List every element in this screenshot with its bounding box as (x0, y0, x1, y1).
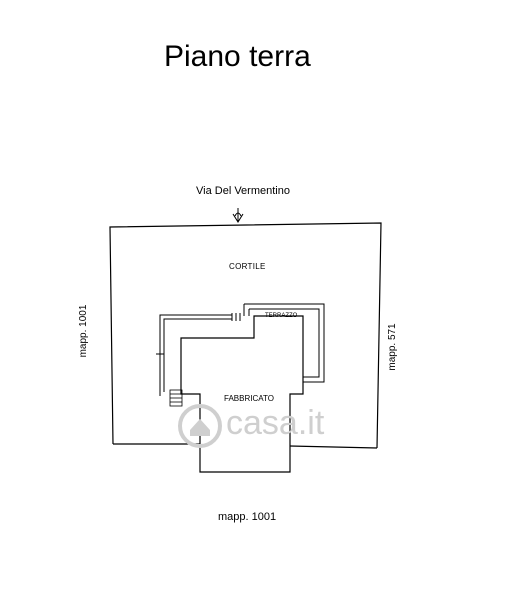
building-outline (180, 315, 304, 473)
plan-title: Piano terra (164, 40, 311, 73)
building-label: FABBRICATO (224, 394, 274, 403)
lot-boundary-bottom-right (289, 445, 378, 449)
parcel-bottom-label: mapp. 1001 (218, 511, 277, 523)
porch-outline (156, 313, 241, 396)
watermark: casa.it (174, 400, 364, 450)
lot-boundary (109, 222, 382, 449)
watermark-text: casa.it (226, 404, 325, 442)
street-label: Via Del Vermentino (196, 185, 290, 197)
stairs (169, 389, 183, 407)
parcel-left-label: mapp. 1001 (78, 304, 89, 358)
terrace-outline (243, 303, 325, 383)
house-logo-icon (178, 404, 222, 448)
courtyard-label: CORTILE (229, 262, 266, 271)
terrace-label: TERRAZZO (265, 313, 298, 319)
entrance-arrow-icon (232, 208, 244, 223)
parcel-right-label: mapp. 571 (387, 323, 398, 371)
